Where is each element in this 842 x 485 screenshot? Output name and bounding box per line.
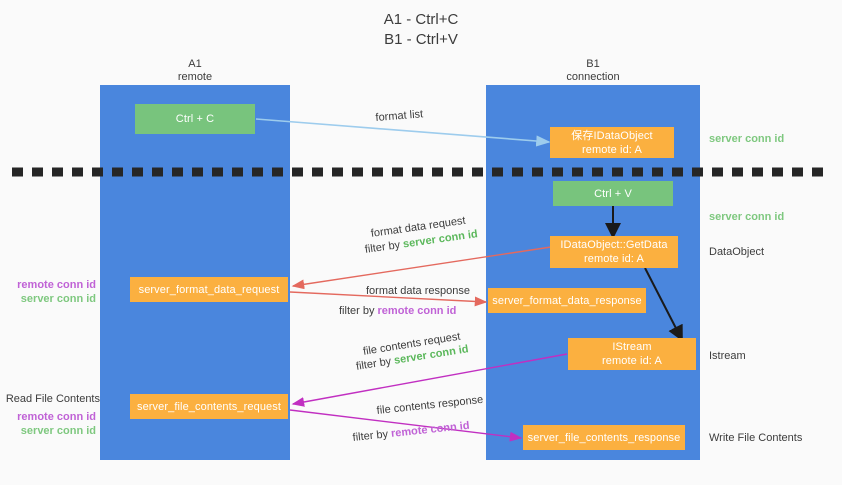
filter-prefix: filter by — [364, 238, 404, 256]
node-save-idataobject-line2: remote id: A — [582, 143, 642, 156]
annotation-server-conn-id-top: server conn id — [709, 133, 785, 145]
node-save-idataobject[interactable]: 保存IDataObject remote id: A — [550, 127, 674, 158]
filter-prefix: filter by — [355, 354, 396, 373]
node-istream-line2: remote id: A — [602, 355, 662, 367]
node-server-format-data-response-label: server_format_data_response — [492, 294, 642, 307]
annotation-conn-pair-format: remote conn id server conn id — [0, 278, 96, 306]
node-server-file-contents-response[interactable]: server_file_contents_response — [523, 425, 685, 450]
edge-label-format-list: format list — [375, 107, 424, 126]
node-server-format-data-request[interactable]: server_format_data_request — [130, 277, 288, 302]
conn-remote-id-label: remote conn id — [17, 279, 96, 291]
annotation-write-file-contents: Write File Contents — [709, 432, 803, 444]
filter-prefix: filter by — [339, 305, 378, 317]
node-server-format-data-response[interactable]: server_format_data_response — [488, 288, 646, 313]
node-idataobject-getdata-line1: IDataObject::GetData — [560, 239, 668, 251]
lane-b1-name: B1 — [586, 58, 600, 70]
conn-server-id-label: server conn id — [20, 425, 96, 437]
lane-a1-name: A1 — [188, 58, 202, 70]
node-idataobject-getdata[interactable]: IDataObject::GetData remote id: A — [550, 236, 678, 268]
lane-a1-sub: remote — [177, 71, 213, 83]
node-server-file-contents-request-label: server_file_contents_request — [136, 400, 282, 413]
filter-value-remote-conn-id: remote conn id — [390, 419, 471, 440]
title-line-1: A1 - Ctrl+C — [383, 11, 459, 28]
edge-label-file-contents-response-text: file contents response — [376, 393, 484, 417]
node-server-file-contents-response-label: server_file_contents_response — [527, 431, 681, 444]
conn-remote-id-label: remote conn id — [17, 411, 96, 423]
edge-label-file-contents-response-filter: filter by remote conn id — [352, 419, 470, 446]
annotation-istream: Istream — [709, 350, 746, 362]
lane-header-b1: B1 connection — [486, 58, 700, 84]
node-ctrl-c[interactable]: Ctrl + C — [135, 104, 255, 134]
edge-label-format-data-response-filter: filter by remote conn id — [339, 304, 456, 319]
node-istream[interactable]: IStream remote id: A — [568, 338, 696, 370]
edge-label-format-data-response: format data response — [366, 284, 470, 299]
node-server-file-contents-request[interactable]: server_file_contents_request — [130, 394, 288, 419]
node-ctrl-v-label: Ctrl + V — [594, 187, 632, 200]
annotation-conn-pair-file: remote conn id server conn id — [0, 410, 96, 438]
node-ctrl-c-label: Ctrl + C — [175, 113, 215, 125]
edge-label-format-data-response-text: format data response — [366, 285, 470, 297]
node-idataobject-getdata-line2: remote id: A — [584, 253, 644, 265]
title-line-2: B1 - Ctrl+V — [384, 31, 458, 48]
node-istream-line1: IStream — [612, 341, 652, 353]
filter-value-remote-conn-id: remote conn id — [377, 305, 457, 317]
node-ctrl-v[interactable]: Ctrl + V — [553, 181, 673, 206]
annotation-server-conn-id-second: server conn id — [709, 211, 785, 223]
node-save-idataobject-line1: 保存IDataObject — [571, 129, 653, 142]
node-server-format-data-request-label: server_format_data_request — [138, 283, 280, 296]
lane-b1-sub: connection — [566, 71, 620, 83]
conn-server-id-label: server conn id — [20, 293, 96, 305]
filter-prefix: filter by — [352, 427, 392, 444]
diagram-title: A1 - Ctrl+C B1 - Ctrl+V — [0, 10, 842, 50]
annotation-read-file-contents: Read File Contents — [5, 393, 100, 405]
lane-header-a1: A1 remote — [100, 58, 290, 84]
edge-label-format-list-text: format list — [375, 108, 424, 124]
annotation-dataobject: DataObject — [709, 246, 765, 258]
edge-label-file-contents-response: file contents response — [376, 393, 484, 419]
